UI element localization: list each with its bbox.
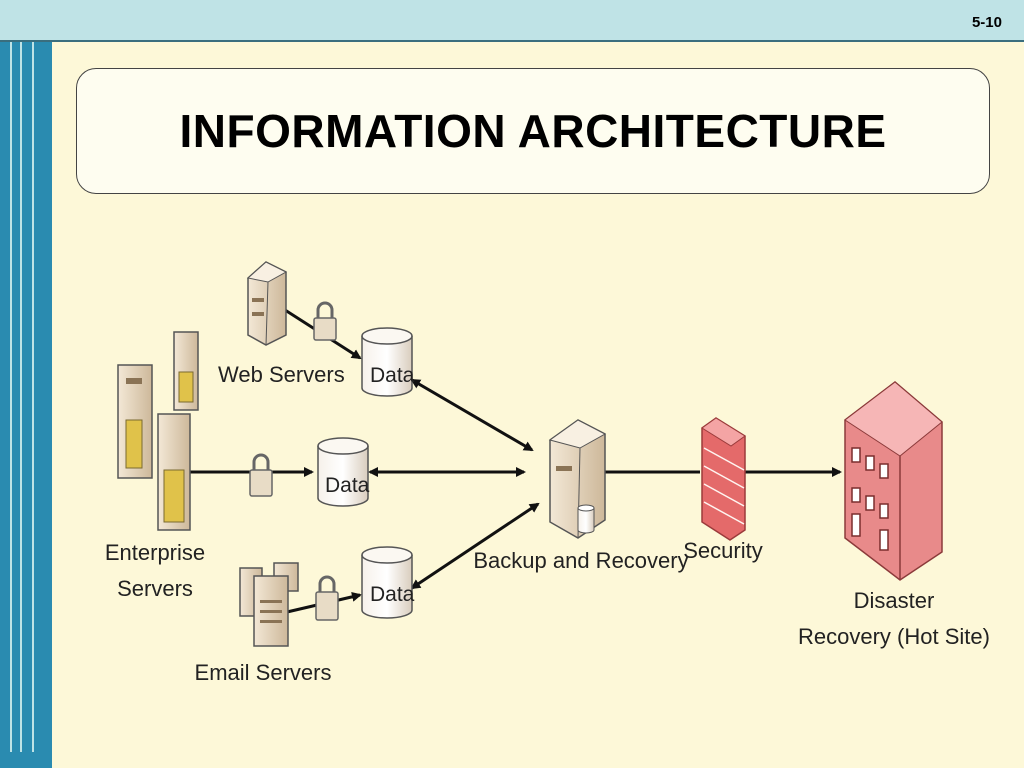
- sidebar-line: [32, 42, 34, 752]
- sidebar-line: [10, 42, 12, 752]
- disaster-recovery-label-line2: Recovery (Hot Site): [798, 624, 990, 649]
- enterprise-servers-label-line1: Enterprise: [105, 540, 205, 565]
- title-box: INFORMATION ARCHITECTURE: [76, 68, 990, 194]
- data-label-bottom: Data: [370, 583, 415, 606]
- slide-number: 5-10: [971, 14, 1002, 31]
- lock-icon: [249, 453, 273, 497]
- sidebar-line: [20, 42, 22, 752]
- web-servers-label: Web Servers: [218, 362, 345, 387]
- enterprise-servers-label-line2: Servers: [117, 576, 193, 601]
- lock-icon: [313, 301, 337, 341]
- arrow-data-top-backup: [410, 378, 534, 452]
- data-label-top: Data: [370, 364, 415, 387]
- top-bar: 5-10: [0, 0, 1024, 42]
- server-tower-icon: [239, 562, 299, 647]
- arrow-data-bottom-backup: [410, 502, 540, 590]
- page-title: INFORMATION ARCHITECTURE: [179, 105, 887, 157]
- database-icon: Data: [361, 327, 415, 397]
- lock-icon: [315, 575, 339, 621]
- server-tower-icon: [117, 364, 153, 479]
- left-sidebar-stripe: [0, 42, 52, 768]
- server-tower-icon: [157, 413, 191, 531]
- backup-recovery-label: Backup and Recovery: [473, 548, 688, 573]
- connectors: [188, 308, 842, 614]
- server-tower-icon: [548, 419, 607, 539]
- database-icon: Data: [361, 546, 415, 619]
- server-tower-icon: [173, 331, 199, 411]
- firewall-icon: [701, 417, 746, 541]
- server-tower-icon: [246, 261, 288, 346]
- data-label-mid: Data: [325, 474, 370, 497]
- database-icon: Data: [317, 437, 370, 507]
- building-icon: [844, 381, 943, 581]
- email-servers-label: Email Servers: [195, 660, 332, 685]
- disaster-recovery-label-line1: Disaster: [854, 588, 935, 613]
- security-label: Security: [683, 538, 762, 563]
